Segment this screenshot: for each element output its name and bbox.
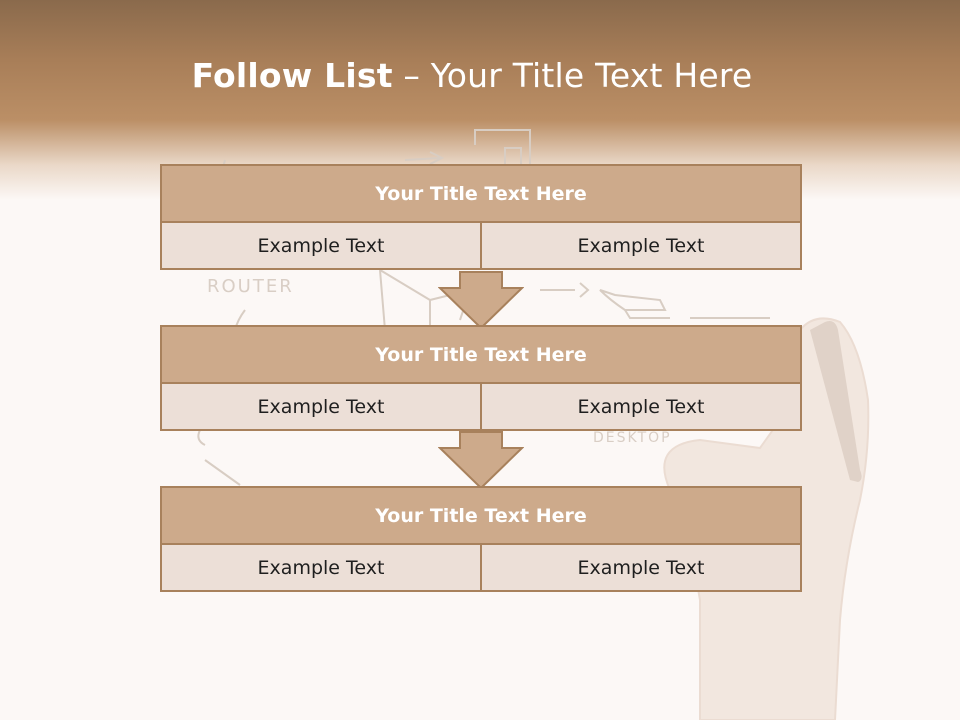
block-heading: Your Title Text Here — [160, 164, 802, 223]
block-cell-right: Example Text — [480, 384, 802, 431]
list-block-2: Your Title Text Here Example Text Exampl… — [160, 325, 802, 433]
block-cell-left: Example Text — [160, 545, 480, 592]
block-cell-right: Example Text — [480, 545, 802, 592]
desktop-sketch-label: DESKTOP — [593, 430, 672, 446]
block-cell-left: Example Text — [160, 223, 480, 270]
block-heading: Your Title Text Here — [160, 325, 802, 384]
block-row: Example Text Example Text — [160, 545, 802, 594]
slide-title: Follow List – Your Title Text Here — [0, 56, 944, 95]
down-arrow-icon — [438, 431, 524, 490]
block-row: Example Text Example Text — [160, 223, 802, 272]
router-sketch-label: ROUTER — [207, 276, 294, 297]
down-arrow-icon — [438, 271, 524, 330]
block-cell-left: Example Text — [160, 384, 480, 431]
list-block-1: Your Title Text Here Example Text Exampl… — [160, 164, 802, 272]
title-bold: Follow List — [191, 56, 393, 95]
title-rest: – Your Title Text Here — [392, 56, 753, 95]
block-heading: Your Title Text Here — [160, 486, 802, 545]
block-cell-right: Example Text — [480, 223, 802, 270]
list-block-3: Your Title Text Here Example Text Exampl… — [160, 486, 802, 594]
block-row: Example Text Example Text — [160, 384, 802, 433]
